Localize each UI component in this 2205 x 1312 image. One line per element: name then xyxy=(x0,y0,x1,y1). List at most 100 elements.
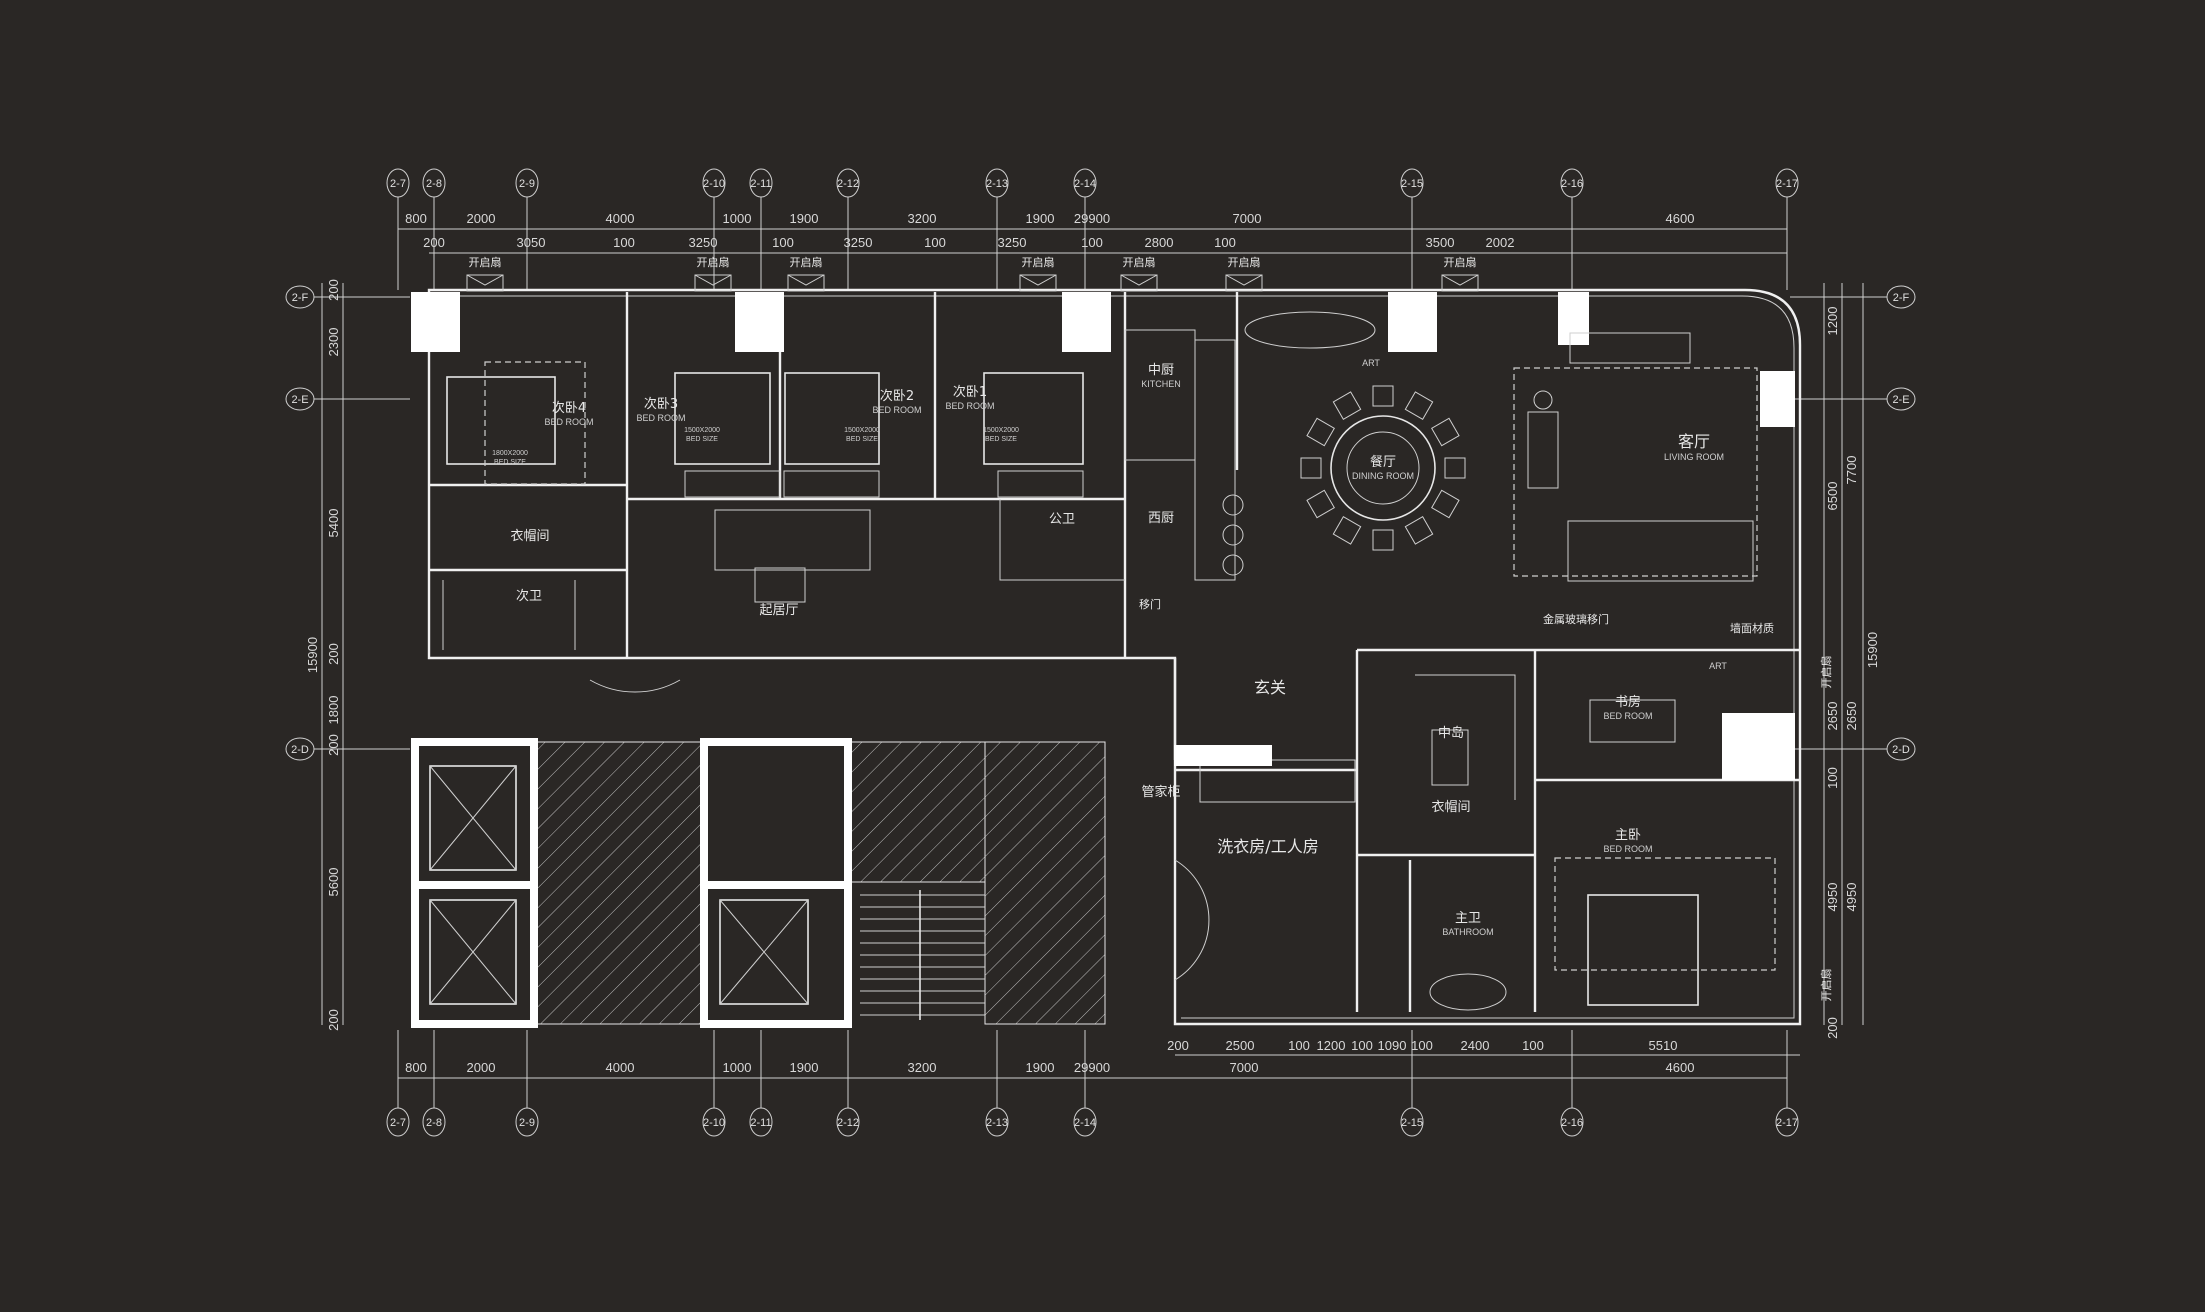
room-label: 中厨 xyxy=(1148,363,1174,378)
bed xyxy=(983,372,1084,465)
room-sublabel: BED ROOM xyxy=(544,417,593,427)
casement-window-label: 开启扇 xyxy=(1444,255,1477,269)
room-label: 次卧2 xyxy=(880,388,914,404)
dimension-label: 3200 xyxy=(908,1060,937,1075)
dimension-label: 3050 xyxy=(517,235,546,250)
living-rug xyxy=(1513,367,1758,577)
room-label: 次卫 xyxy=(516,588,542,604)
dimension-label: 100 xyxy=(924,235,946,250)
grid-axis-label: 2-14 xyxy=(1074,178,1096,190)
dimension-label: 2650 xyxy=(1825,702,1840,731)
staircase xyxy=(860,890,985,1020)
casement-window-label: 开启扇 xyxy=(1123,255,1156,269)
room-label: 主卧 xyxy=(1615,828,1641,843)
desk xyxy=(1589,699,1676,743)
bed xyxy=(674,372,771,465)
bed-size-label: BED SIZE xyxy=(686,436,718,443)
wardrobe xyxy=(684,470,781,498)
grid-axis-label: 2-13 xyxy=(986,1117,1008,1129)
grid-bubble xyxy=(1400,1107,1424,1137)
dimension-label: 2800 xyxy=(1145,235,1174,250)
grid-axis-label: 2-17 xyxy=(1776,1117,1798,1129)
metal-glass-sliding-door-label: 金属玻璃移门 xyxy=(1543,612,1609,626)
room-label: 西厨 xyxy=(1148,511,1174,526)
dining-chair xyxy=(1444,457,1466,479)
grid-bubble xyxy=(1886,285,1916,309)
grid-bubble xyxy=(702,168,726,198)
grid-axis-label: 2-8 xyxy=(426,1117,442,1129)
grid-axis-label: 2-10 xyxy=(703,1117,725,1129)
grid-axis-label: 2-14 xyxy=(1074,1117,1096,1129)
dimension-label: 100 xyxy=(1825,767,1840,789)
dimension-label: 3250 xyxy=(689,235,718,250)
dimension-label: 100 xyxy=(1411,1038,1433,1053)
dimension-label: 5510 xyxy=(1649,1038,1678,1053)
casement-window-label: 开启扇 xyxy=(790,255,823,269)
dimension-label: 200 xyxy=(326,1009,341,1031)
grid-bubble xyxy=(1886,387,1916,411)
grid-axis-label: 2-F xyxy=(1893,292,1910,304)
dining-chair xyxy=(1404,391,1434,420)
dimension-label: 1900 xyxy=(1026,1060,1055,1075)
dimension-label: 200 xyxy=(1167,1038,1189,1053)
grid-axis-label: 2-9 xyxy=(519,1117,535,1129)
fireplace xyxy=(1569,332,1691,364)
dimension-label: 200 xyxy=(326,643,341,665)
dimension-label: 100 xyxy=(1214,235,1236,250)
dining-chair xyxy=(1372,529,1394,551)
room-label: 管家柜 xyxy=(1141,784,1180,800)
grid-axis-label: 2-16 xyxy=(1561,178,1583,190)
grid-bubble xyxy=(422,1107,446,1137)
bed xyxy=(446,376,556,465)
casement-window-label: 开启扇 xyxy=(1819,656,1833,689)
casement-window-label: 开启扇 xyxy=(469,255,502,269)
grid-bubble xyxy=(836,1107,860,1137)
dining-chair xyxy=(1431,489,1460,519)
dimension-label: 4950 xyxy=(1844,883,1859,912)
dimension-label: 100 xyxy=(1081,235,1103,250)
sofa xyxy=(714,509,871,571)
grid-axis-label: 2-11 xyxy=(750,1117,771,1129)
dimension-label: 200 xyxy=(326,734,341,756)
dimension-label: 29900 xyxy=(1074,1060,1110,1075)
dimension-label: 2000 xyxy=(467,211,496,226)
grid-bubble xyxy=(386,1107,410,1137)
room-label: 衣帽间 xyxy=(510,528,549,544)
dimension-label: 4950 xyxy=(1825,883,1840,912)
grid-bubble xyxy=(285,737,315,761)
grid-bubble xyxy=(836,168,860,198)
dimension-label: 100 xyxy=(1288,1038,1310,1053)
dimension-label: 1900 xyxy=(790,211,819,226)
dimension-label: 5400 xyxy=(326,509,341,538)
room-label: 主卫 xyxy=(1455,911,1481,926)
labels: 2-72-72-82-82-92-92-102-102-112-112-122-… xyxy=(291,178,1910,1129)
bed-size-label: BED SIZE xyxy=(846,436,878,443)
dimension-label: 3250 xyxy=(844,235,873,250)
dining-chair xyxy=(1332,391,1362,420)
dining-chair xyxy=(1306,489,1335,519)
room-label: 洗衣房/工人房 xyxy=(1217,837,1318,856)
dimension-label: 1090 xyxy=(1378,1038,1407,1053)
kitchen-island xyxy=(1431,729,1469,786)
grid-bubble xyxy=(749,1107,773,1137)
grid-bubble xyxy=(702,1107,726,1137)
room-label: 客厅 xyxy=(1678,432,1710,451)
grid-axis-label: 2-E xyxy=(291,394,308,406)
dimension-label: 100 xyxy=(1522,1038,1544,1053)
dimension-label: 100 xyxy=(613,235,635,250)
bed xyxy=(784,372,880,465)
grid-bubble xyxy=(1400,168,1424,198)
structural-columns xyxy=(411,292,1795,780)
dining-chair xyxy=(1300,457,1322,479)
grid-axis-label: 2-10 xyxy=(703,178,725,190)
dimension-label: 2500 xyxy=(1226,1038,1255,1053)
dimension-label: 800 xyxy=(405,1060,427,1075)
room-label: 次卧4 xyxy=(552,400,586,416)
room-sublabel: BED ROOM xyxy=(872,405,921,415)
dimension-label: 3250 xyxy=(998,235,1027,250)
dimension-label: 5600 xyxy=(326,868,341,897)
grid-bubble xyxy=(1560,1107,1584,1137)
dimension-label: 3500 xyxy=(1426,235,1455,250)
dimension-label: 1800 xyxy=(326,696,341,725)
grid-axis-label: 2-D xyxy=(1892,744,1910,756)
